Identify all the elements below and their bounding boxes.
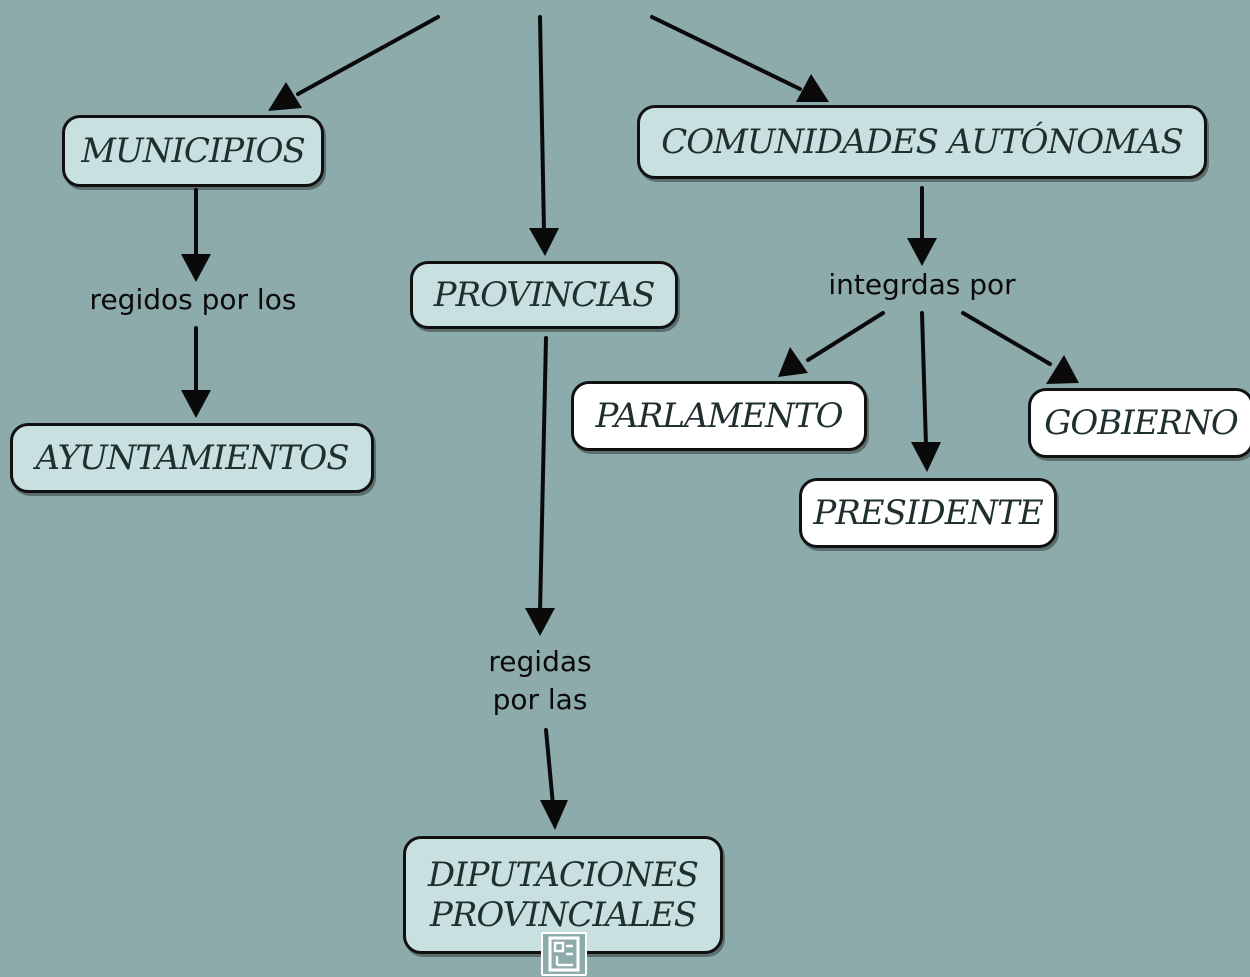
node-diputaciones-line1: DIPUTACIONES [427, 855, 699, 895]
link-label-regidas-por-las: regidas por las [440, 643, 640, 719]
node-presidente: PRESIDENTE [799, 478, 1057, 548]
node-municipios-label: MUNICIPIOS [81, 131, 306, 171]
arrowhead-gobierno [1046, 355, 1079, 384]
node-presidente-label: PRESIDENTE [813, 493, 1043, 533]
arrowhead-integrdas [907, 238, 937, 266]
arrowhead-provincias [529, 228, 559, 256]
node-gobierno: GOBIERNO [1028, 388, 1250, 458]
node-comunidades-autonomas-label: COMUNIDADES AUTÓNOMAS [661, 122, 1184, 162]
arrowhead-municipios [268, 82, 302, 111]
edge-root-to-municipios [296, 15, 440, 96]
node-parlamento-label: PARLAMENTO [595, 396, 844, 436]
resource-document-icon[interactable] [541, 932, 587, 976]
arrowhead-parlamento [778, 347, 808, 377]
arrowhead-regidos [181, 254, 211, 282]
edge-root-to-comunidades [650, 15, 802, 91]
link-label-regidas-line1: regidas [488, 645, 592, 678]
arrowhead-ayuntamientos [181, 390, 211, 418]
edge-root-to-provincias [538, 15, 546, 234]
arrowhead-comunidades [796, 74, 829, 102]
node-gobierno-label: GOBIERNO [1044, 403, 1238, 443]
link-label-regidos-por-los: regidos por los [48, 281, 338, 319]
edge-integrdas-to-presidente [920, 311, 928, 448]
link-label-integrdas-por-text: integrdas por [828, 268, 1016, 301]
edge-integrdas-to-gobierno [961, 311, 1052, 366]
node-parlamento: PARLAMENTO [571, 381, 867, 451]
node-diputaciones-line2: PROVINCIALES [429, 895, 697, 935]
node-comunidades-autonomas: COMUNIDADES AUTÓNOMAS [637, 105, 1207, 179]
edge-integrdas-to-parlamento [806, 311, 885, 362]
node-municipios: MUNICIPIOS [62, 115, 324, 187]
link-label-regidos-por-los-text: regidos por los [89, 283, 297, 316]
node-ayuntamientos-label: AYUNTAMIENTOS [35, 438, 349, 478]
edge-provincias-to-regidas [538, 336, 548, 614]
node-provincias: PROVINCIAS [410, 261, 678, 329]
arrowhead-presidente [911, 442, 941, 472]
arrowhead-diputaciones [540, 800, 568, 830]
edge-regidas-to-diputaciones [544, 728, 555, 807]
node-diputaciones-provinciales: DIPUTACIONES PROVINCIALES [403, 836, 723, 954]
node-ayuntamientos: AYUNTAMIENTOS [10, 423, 374, 493]
node-provincias-label: PROVINCIAS [433, 275, 656, 315]
link-label-regidas-line2: por las [492, 683, 588, 716]
link-label-integrdas-por: integrdas por [790, 266, 1054, 304]
arrowhead-regidas [525, 608, 555, 636]
